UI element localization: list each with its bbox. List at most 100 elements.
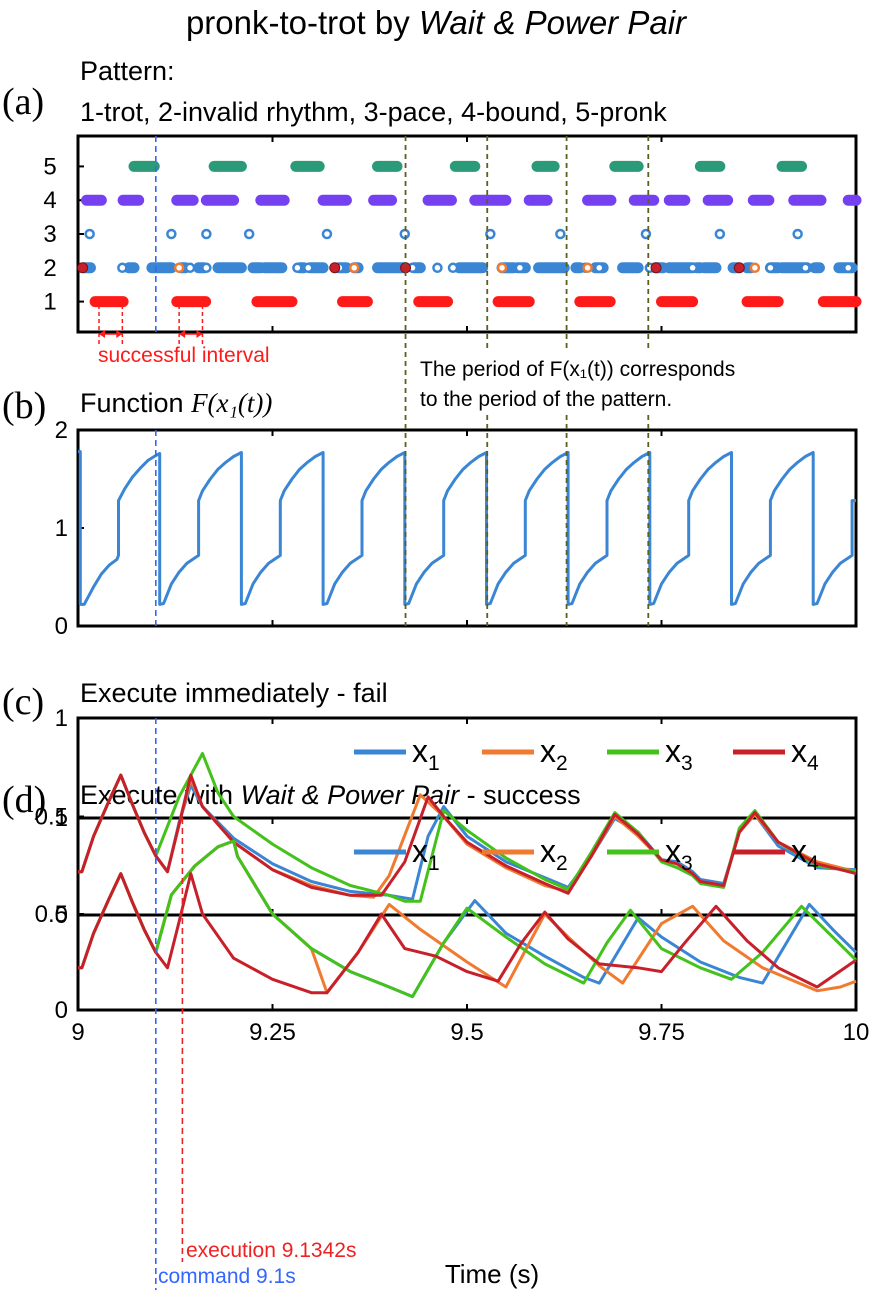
panel-d-legend-label-sub: 4	[807, 852, 819, 875]
panel-c-title: Execute immediately - fail	[80, 678, 388, 708]
panel-d-title-italic: Wait & Power Pair	[241, 780, 461, 810]
pattern-2-orange-point	[582, 262, 593, 274]
pattern-2-open-point	[514, 262, 526, 274]
panel-d-xtick-label: 9.5	[450, 1019, 483, 1046]
panel-d-xtick-label: 9.75	[638, 1019, 685, 1046]
panel-c-legend-label-x3: x3	[665, 733, 693, 775]
pattern-2-open-point	[292, 262, 303, 274]
pattern-3-point	[792, 228, 803, 240]
figure-title: pronk-to-trot by Wait & Power Pair	[186, 4, 688, 41]
successful-interval-arrowhead	[179, 330, 186, 338]
pattern-2-open-point	[184, 262, 196, 274]
pattern-2-open-point	[800, 262, 811, 274]
panel-b-letter: (b)	[2, 385, 46, 427]
panel-d-title: Execute with Wait & Power Pair - success	[80, 780, 581, 810]
pattern-2-red-point	[329, 262, 341, 274]
pattern-2-orange-point	[348, 262, 360, 274]
pattern-2-red-point	[77, 262, 89, 274]
panel-b-note-line2: to the period of the pattern.	[420, 388, 672, 411]
pattern-2-open-point	[201, 262, 212, 274]
panel-d-legend-label-name: x	[540, 833, 556, 869]
x-axis-label: Time (s)	[445, 1259, 539, 1289]
successful-interval-arrowhead	[196, 330, 203, 338]
pattern-2-orange-point	[749, 262, 761, 274]
figure-title-italic: Wait & Power Pair	[419, 4, 688, 41]
panel-a-ytick-label: 1	[43, 289, 56, 316]
successful-interval-arrowhead	[116, 330, 123, 338]
panel-d-legend-label-name: x	[791, 833, 807, 869]
pattern-2-open-point	[447, 262, 459, 274]
pattern-2-open-point	[303, 262, 314, 274]
function-F-line	[78, 450, 856, 606]
pattern-3-point	[321, 228, 333, 240]
panel-a-letter: (a)	[2, 81, 44, 123]
panel-b-plot: 0 1 2	[55, 417, 858, 640]
pattern-2-red-point	[733, 262, 745, 274]
panel-c-ytick-label: 1	[55, 705, 68, 732]
panel-d-xtick-label: 10	[843, 1019, 870, 1046]
panel-d-legend-label-x4: x4	[791, 833, 819, 875]
panel-d-series-x3-line	[78, 839, 858, 999]
panel-b-title-text: Function	[80, 388, 191, 418]
panel-c-legend-label-sub: 1	[428, 752, 440, 775]
panel-d-title-suffix: - success	[459, 780, 581, 810]
panel-d-legend-label-sub: 2	[556, 852, 568, 875]
pattern-3-point	[243, 228, 255, 240]
panel-a-title-line1: Pattern:	[80, 56, 175, 86]
successful-interval-label: successful interval	[98, 344, 270, 367]
command-time-label: command 9.1s	[158, 1265, 296, 1288]
panel-b-note-background	[414, 350, 842, 412]
execution-time-label: execution 9.1342s	[186, 1239, 356, 1262]
panel-a-plot: 1 2 3 4 5	[43, 134, 858, 334]
pattern-2-open-point	[432, 262, 443, 274]
panel-c-legend-label-name: x	[791, 733, 807, 769]
successful-interval-arrowhead	[99, 330, 106, 338]
panel-b-title: Function F(x₁(t))	[80, 388, 272, 418]
panel-d-series-x4-line	[78, 872, 857, 995]
panel-c-legend-label-name: x	[665, 733, 681, 769]
pattern-3-point	[555, 228, 566, 240]
panel-c-letter: (c)	[2, 681, 44, 723]
pattern-2-orange-point	[496, 262, 508, 274]
panel-d-legend-label-sub: 3	[681, 852, 693, 875]
panel-c-legend-label-sub: 4	[807, 752, 819, 775]
panel-a-ytick-label: 4	[43, 187, 56, 214]
panel-b-ytick-label: 1	[55, 515, 68, 542]
panel-a-title-line2: 1-trot, 2-invalid rhythm, 3-pace, 4-boun…	[80, 97, 667, 127]
panel-c-legend-label-name: x	[412, 733, 428, 769]
panel-c-legend-label-sub: 3	[681, 752, 693, 775]
panel-c-series-x3-line	[78, 752, 857, 903]
panel-d-legend-label-name: x	[412, 833, 428, 869]
panel-c-ytick-label: 0.5	[35, 804, 68, 831]
pattern-2-orange-point	[173, 262, 185, 274]
panel-c-ytick-label: 0	[55, 902, 68, 929]
pattern-3-point	[166, 228, 177, 240]
panel-c-legend-label-name: x	[540, 733, 556, 769]
pattern-3-point	[84, 228, 95, 240]
panel-d-title-prefix: Execute with	[80, 780, 241, 810]
panel-c-legend-label-x2: x2	[540, 733, 568, 775]
panel-b-ytick-label: 2	[55, 417, 68, 444]
panel-a-ytick-label: 3	[43, 221, 56, 248]
pattern-2-open-point	[594, 262, 605, 274]
panel-d-legend-label-name: x	[665, 833, 681, 869]
panel-b-ytick-label: 0	[55, 613, 68, 640]
panel-a-ytick-label: 5	[43, 153, 56, 180]
panel-c-series-x4-line	[78, 773, 857, 897]
panel-b-title-math: F(x₁(t))	[190, 388, 272, 418]
panel-d-legend-label-sub: 1	[428, 852, 440, 875]
panel-d-ytick-label: 0	[55, 997, 68, 1024]
pattern-2-red-point	[650, 262, 662, 274]
panel-d-letter: (d)	[2, 779, 46, 821]
pattern-2-open-point	[687, 262, 698, 274]
panel-d-xtick-label: 9	[71, 1019, 84, 1046]
panel-a-ytick-label: 2	[43, 255, 56, 282]
panel-d-xtick-label: 9.25	[249, 1019, 296, 1046]
panel-c-legend-label-sub: 2	[556, 752, 568, 775]
pattern-3-point	[201, 228, 212, 240]
figure-title-prefix: pronk-to-trot by	[186, 4, 419, 41]
panel-d-legend-label-x1: x1	[412, 833, 440, 875]
panel-d-ytick-label: 0.5	[35, 901, 68, 928]
